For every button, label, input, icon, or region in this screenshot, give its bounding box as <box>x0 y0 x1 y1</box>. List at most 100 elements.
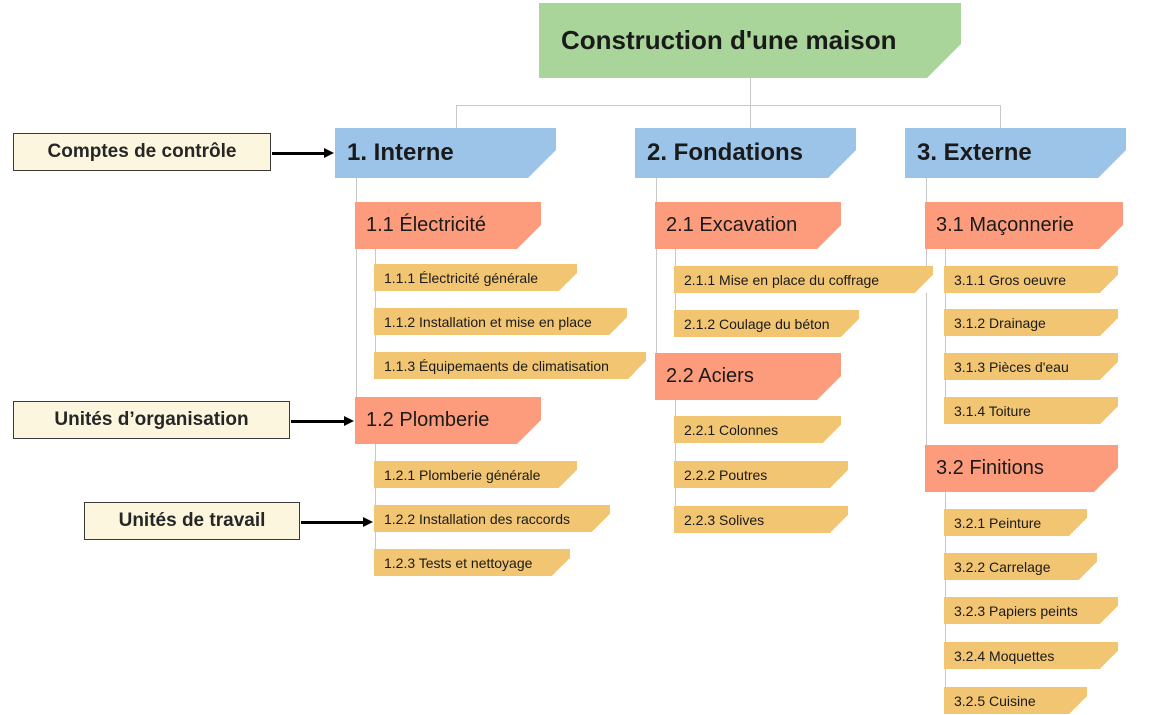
wbs-node-3-2-2-label: 3.2.2 Carrelage <box>954 558 1051 575</box>
folded-corner-tint-icon <box>1098 150 1126 178</box>
wbs-node-root-label: Construction d'une maison <box>561 25 897 55</box>
connector-drop-branch-2 <box>750 105 751 128</box>
folded-corner-tint-icon <box>830 470 848 488</box>
wbs-node-2-2-3-label: 2.2.3 Solives <box>684 511 765 528</box>
wbs-node-1-1-1-label: 1.1.1 Électricité générale <box>384 269 539 286</box>
folded-corner-tint-icon <box>1100 318 1118 336</box>
wbs-node-1-1-3[interactable]: 1.1.3 Équipemaents de climatisation <box>374 352 646 379</box>
folded-corner-tint-icon <box>592 514 610 532</box>
folded-corner-tint-icon <box>1099 225 1123 249</box>
connector-spine-branch-3 <box>926 178 927 470</box>
connector-drop-branch-3 <box>1000 105 1001 128</box>
wbs-node-1-2-3-label: 1.2.3 Tests et nettoyage <box>384 554 533 571</box>
folded-corner-tint-icon <box>1100 606 1118 624</box>
wbs-node-1-2-label: 1.2 Plomberie <box>366 409 490 431</box>
wbs-node-3-2-5-label: 3.2.5 Cuisine <box>954 692 1036 709</box>
wbs-node-2-2-label: 2.2 Aciers <box>666 365 754 387</box>
wbs-node-1-2-1-label: 1.2.1 Plomberie générale <box>384 466 541 483</box>
wbs-node-3-2[interactable]: 3.2 Finitions <box>925 445 1118 492</box>
annotation-arrow-3 <box>301 517 373 527</box>
annotation-unites-de-travail-label: Unités de travail <box>118 510 266 531</box>
wbs-node-3-1[interactable]: 3.1 Maçonnerie <box>925 202 1123 249</box>
annotation-unites-de-travail[interactable]: Unités de travail <box>84 502 300 540</box>
wbs-node-2-1-1-label: 2.1.1 Mise en place du coffrage <box>684 271 880 288</box>
folded-corner-tint-icon <box>1094 468 1118 492</box>
wbs-node-1-1[interactable]: 1.1 Électricité <box>355 202 541 249</box>
folded-corner-tint-icon <box>628 361 646 379</box>
folded-corner-tint-icon <box>1069 518 1087 536</box>
annotation-arrow-2 <box>291 416 354 426</box>
annotation-comptes-de-controle-label: Comptes de contrôle <box>47 141 237 162</box>
wbs-node-3-2-4-label: 3.2.4 Moquettes <box>954 647 1055 664</box>
folded-corner-tint-icon <box>559 470 577 488</box>
wbs-node-2-1[interactable]: 2.1 Excavation <box>655 202 841 249</box>
wbs-node-3-1-label: 3.1 Maçonnerie <box>936 214 1074 236</box>
connector-drop-branch-1 <box>456 105 457 128</box>
wbs-node-2-label: 2. Fondations <box>647 139 803 166</box>
wbs-node-3-2-1-label: 3.2.1 Peinture <box>954 514 1042 531</box>
wbs-node-3-1-1[interactable]: 3.1.1 Gros oeuvre <box>944 266 1118 293</box>
wbs-node-2-2[interactable]: 2.2 Aciers <box>655 353 841 400</box>
wbs-node-1-2[interactable]: 1.2 Plomberie <box>355 397 541 444</box>
wbs-node-2-2-1[interactable]: 2.2.1 Colonnes <box>674 416 841 443</box>
wbs-node-2[interactable]: 2. Fondations <box>635 128 856 178</box>
wbs-node-3-2-3-label: 3.2.3 Papiers peints <box>954 602 1078 619</box>
wbs-node-3-2-4[interactable]: 3.2.4 Moquettes <box>944 642 1118 669</box>
folded-corner-tint-icon <box>609 317 627 335</box>
annotation-unites-d-organisation[interactable]: Unités d’organisation <box>13 401 290 439</box>
folded-corner-tint-icon <box>559 273 577 291</box>
folded-corner-tint-icon <box>1069 696 1087 714</box>
wbs-node-3-2-label: 3.2 Finitions <box>936 457 1044 479</box>
wbs-node-3-1-4[interactable]: 3.1.4 Toiture <box>944 397 1118 424</box>
folded-corner-tint-icon <box>1079 562 1097 580</box>
folded-corner-tint-icon <box>817 225 841 249</box>
wbs-node-2-1-label: 2.1 Excavation <box>666 214 798 236</box>
wbs-node-1-1-2[interactable]: 1.1.2 Installation et mise en place <box>374 308 627 335</box>
wbs-node-2-1-2-label: 2.1.2 Coulage du béton <box>684 315 830 332</box>
wbs-node-2-2-2[interactable]: 2.2.2 Poutres <box>674 461 848 488</box>
connector-spine-branch-1 <box>356 178 357 424</box>
annotation-unites-d-organisation-label: Unités d’organisation <box>54 409 249 430</box>
folded-corner-tint-icon <box>915 275 933 293</box>
folded-corner-tint-icon <box>830 515 848 533</box>
wbs-node-3-1-3[interactable]: 3.1.3 Pièces d'eau <box>944 353 1118 380</box>
wbs-node-3-2-1[interactable]: 3.2.1 Peinture <box>944 509 1087 536</box>
folded-corner-tint-icon <box>1100 406 1118 424</box>
wbs-node-3-1-4-label: 3.1.4 Toiture <box>954 402 1031 419</box>
folded-corner-tint-icon <box>828 150 856 178</box>
wbs-node-2-2-3[interactable]: 2.2.3 Solives <box>674 506 848 533</box>
folded-corner-tint-icon <box>823 425 841 443</box>
wbs-node-2-1-2[interactable]: 2.1.2 Coulage du béton <box>674 310 859 337</box>
wbs-node-3-1-2-label: 3.1.2 Drainage <box>954 314 1046 331</box>
wbs-node-root[interactable]: Construction d'une maison <box>539 3 961 78</box>
wbs-node-3-label: 3. Externe <box>917 139 1032 166</box>
annotation-arrow-1 <box>272 148 334 158</box>
wbs-node-1-2-2[interactable]: 1.2.2 Installation des raccords <box>374 505 610 532</box>
wbs-node-1-1-1[interactable]: 1.1.1 Électricité générale <box>374 264 577 291</box>
wbs-node-2-1-1[interactable]: 2.1.1 Mise en place du coffrage <box>674 266 933 293</box>
folded-corner-tint-icon <box>552 558 570 576</box>
wbs-node-1-1-3-label: 1.1.3 Équipemaents de climatisation <box>384 357 609 374</box>
wbs-node-1-2-1[interactable]: 1.2.1 Plomberie générale <box>374 461 577 488</box>
folded-corner-tint-icon <box>927 44 961 78</box>
wbs-node-3-2-2[interactable]: 3.2.2 Carrelage <box>944 553 1097 580</box>
wbs-node-1-1-2-label: 1.1.2 Installation et mise en place <box>384 313 592 330</box>
wbs-node-3-1-3-label: 3.1.3 Pièces d'eau <box>954 358 1069 375</box>
wbs-node-1-1-label: 1.1 Électricité <box>366 214 487 236</box>
folded-corner-tint-icon <box>528 150 556 178</box>
folded-corner-tint-icon <box>1100 275 1118 293</box>
wbs-node-1-2-3[interactable]: 1.2.3 Tests et nettoyage <box>374 549 570 576</box>
folded-corner-tint-icon <box>1100 362 1118 380</box>
wbs-node-3-1-1-label: 3.1.1 Gros oeuvre <box>954 271 1067 288</box>
connector-spine-branch-2 <box>656 178 657 380</box>
wbs-node-3-2-5[interactable]: 3.2.5 Cuisine <box>944 687 1087 714</box>
wbs-node-3[interactable]: 3. Externe <box>905 128 1126 178</box>
wbs-node-1[interactable]: 1. Interne <box>335 128 556 178</box>
folded-corner-tint-icon <box>517 225 541 249</box>
annotation-comptes-de-controle[interactable]: Comptes de contrôle <box>13 133 271 171</box>
wbs-node-2-2-2-label: 2.2.2 Poutres <box>684 466 768 483</box>
wbs-node-3-1-2[interactable]: 3.1.2 Drainage <box>944 309 1118 336</box>
folded-corner-tint-icon <box>517 420 541 444</box>
wbs-node-2-2-1-label: 2.2.1 Colonnes <box>684 421 779 438</box>
wbs-node-3-2-3[interactable]: 3.2.3 Papiers peints <box>944 597 1118 624</box>
